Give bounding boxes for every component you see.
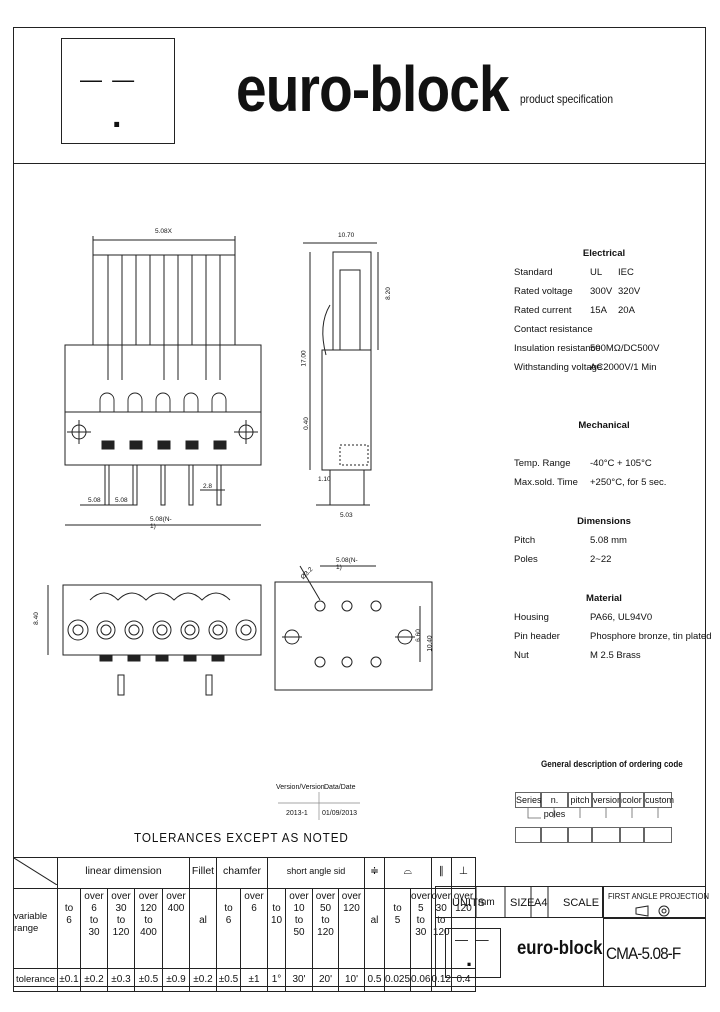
pcb-footprint-view	[274, 565, 433, 691]
title-block-units-row	[435, 886, 603, 918]
dim-top-width: 5.08X	[155, 228, 172, 235]
version-label: Version/Version	[276, 784, 325, 791]
order-blank	[541, 827, 568, 843]
dim-overall: 5.08(N-1)	[150, 516, 172, 530]
tol-value-cell: ±0.5	[216, 968, 241, 992]
front-view	[64, 236, 262, 526]
order-field-version: version	[592, 792, 622, 808]
spec-material-title: Material	[586, 593, 622, 604]
date-value: 01/09/2013	[322, 810, 358, 817]
tol-value-cell: ±1	[240, 968, 268, 992]
tol-value-cell: ±0.1	[57, 968, 81, 992]
dim-side-small: 1.10	[318, 476, 331, 483]
tol-value-cell: ±0.9	[162, 968, 190, 992]
order-field-pitch: pitch	[568, 792, 592, 808]
tb-logo-mark-dashes: — —	[455, 932, 491, 947]
tol-range-cell: al	[189, 888, 217, 969]
logo-mark-dashes: — —	[80, 67, 137, 92]
bottom-view	[47, 584, 262, 696]
size-value: A4	[534, 897, 548, 909]
product-spec-subtitle: product specification	[520, 92, 613, 106]
units-value: mm	[478, 897, 495, 908]
order-blank	[620, 827, 644, 843]
tol-head-chamfer: chamfer	[216, 857, 268, 889]
order-field-color: color	[620, 792, 644, 808]
order-field-custom: custom	[644, 792, 674, 808]
tol-value-label: tolerance	[13, 968, 58, 992]
dim-pin: 2.8	[203, 483, 213, 490]
header-divider	[13, 163, 706, 164]
tb-logo-mark-dot: .	[466, 946, 473, 971]
tol-value-cell: 0.025	[383, 968, 412, 992]
logo: — — .	[61, 38, 175, 144]
tol-head-linear: linear dimension	[57, 857, 190, 889]
order-blank	[515, 827, 541, 843]
spec-mechanical-title: Mechanical	[578, 420, 630, 431]
dim-pitch-b: 5.08	[115, 497, 128, 504]
title-block-brand: euro-block	[517, 938, 603, 959]
order-blank	[644, 827, 672, 843]
tolerance-title: TOLERANCES EXCEPT AS NOTED	[134, 830, 349, 845]
tol-value-cell: 20'	[312, 968, 339, 992]
title-block-logo	[445, 928, 501, 978]
tolerance-table: linear dimension Fillet chamfer short an…	[13, 857, 476, 992]
tol-value-cell: ±0.2	[189, 968, 217, 992]
projection-symbol-icon	[635, 905, 670, 917]
units-label: UNITS	[452, 897, 485, 909]
tol-value-cell: 0.06	[410, 968, 432, 992]
dim-pcb-top: 5.08(N-1)	[336, 557, 358, 571]
scale-label: SCALE	[563, 897, 600, 909]
tol-value-cell: 0.4	[450, 968, 476, 992]
dim-side-top: 10.70	[338, 232, 355, 239]
title-block-partno-cell	[603, 918, 706, 987]
logo-mark-dot: .	[112, 97, 124, 135]
order-blank	[568, 827, 592, 843]
version-value: 2013-1	[286, 810, 308, 817]
tol-value-cell: ±0.3	[107, 968, 135, 992]
title-block-projection	[603, 886, 706, 918]
spec-electrical-title: Electrical	[582, 248, 626, 259]
tol-head-angle: short angle sid	[267, 857, 365, 889]
order-field-poles: n. poles	[541, 792, 568, 819]
dim-side-small2: 5.03	[340, 512, 353, 519]
side-view	[303, 242, 379, 506]
order-blank	[592, 827, 620, 843]
dim-pitch-a: 5.08	[88, 497, 101, 504]
ordering-title: General description of ordering code	[541, 759, 683, 770]
date-label: Data/Date	[324, 784, 356, 791]
size-label: SIZE	[510, 897, 535, 909]
spec-dimensions-title: Dimensions	[577, 516, 631, 527]
projection-label: FIRST ANGLE PROJECTION	[608, 891, 710, 901]
brand-title: euro-block	[236, 53, 510, 125]
part-number: CMA-5.08-F	[606, 944, 681, 963]
order-field-series: Series	[515, 792, 542, 808]
